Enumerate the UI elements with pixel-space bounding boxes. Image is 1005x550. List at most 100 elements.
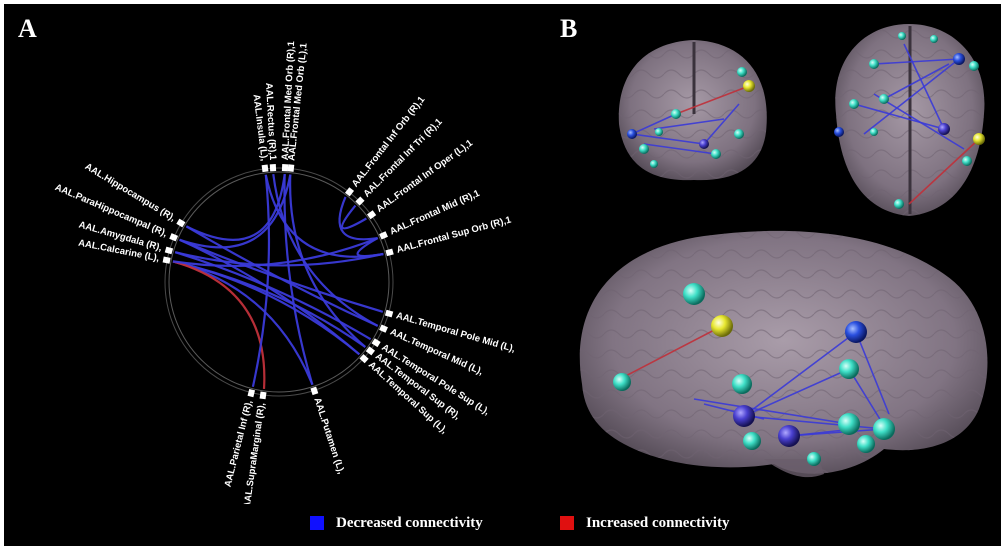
region-node	[355, 196, 365, 206]
brain-connection-line	[703, 103, 740, 145]
connection-edge-decreased	[174, 251, 372, 341]
brain-coronal-view	[618, 40, 767, 181]
brain-node-sphere	[849, 99, 859, 109]
brain-connection-line	[743, 415, 885, 430]
brain-node-sphere	[962, 156, 972, 166]
brain-node-sphere	[869, 59, 879, 69]
brain-node-sphere	[834, 127, 844, 137]
brain-connection-line	[743, 368, 850, 417]
panel-a-letter: A	[18, 14, 37, 43]
brain-node-sphere	[953, 53, 965, 65]
brain-node-sphere	[969, 61, 979, 71]
brain-node-sphere	[879, 94, 889, 104]
brain-node-sphere	[671, 109, 681, 119]
brain-connection-line	[853, 103, 945, 130]
connection-edge-decreased	[272, 173, 379, 327]
legend-increased-label: Increased connectivity	[586, 514, 730, 531]
region-node	[169, 233, 179, 242]
brain-connection-line	[883, 63, 950, 100]
brain-connection-line	[643, 143, 717, 155]
region-node	[379, 324, 388, 333]
chord-outer-ring	[164, 167, 394, 397]
brain-region-nodes	[613, 32, 985, 466]
region-node	[164, 246, 174, 255]
brain-node-sphere	[743, 432, 761, 450]
brain-connection-line	[743, 331, 857, 417]
brain-node-sphere	[743, 80, 755, 92]
legend-increased-swatch	[560, 516, 574, 530]
region-node	[310, 386, 319, 396]
brain-node-sphere	[683, 283, 705, 305]
brain-node-sphere	[857, 435, 875, 453]
connection-edge-decreased	[172, 237, 379, 268]
brain-node-sphere	[699, 139, 709, 149]
brain-node-sphere	[894, 199, 904, 209]
region-node	[385, 248, 394, 257]
brain-connection-line	[873, 93, 965, 150]
chord-inner-ring	[168, 171, 390, 393]
brain-connection-line	[908, 138, 980, 205]
brain-node-sphere	[807, 452, 821, 466]
region-node	[176, 218, 186, 228]
region-node	[162, 256, 171, 264]
connection-edges	[172, 173, 384, 389]
region-node	[259, 391, 267, 400]
region-nodes	[162, 164, 394, 400]
region-node	[269, 164, 277, 172]
legend-decreased-label: Decreased connectivity	[336, 514, 483, 531]
legend-decreased-swatch	[310, 516, 324, 530]
brain-node-sphere	[938, 123, 950, 135]
connection-edge-decreased	[264, 174, 384, 258]
brain-node-sphere	[973, 133, 985, 145]
brain-node-sphere	[650, 160, 658, 168]
brain-node-sphere	[639, 144, 649, 154]
brain-node-sphere	[839, 359, 859, 379]
brain-node-sphere	[930, 35, 938, 43]
brain-connection-lines	[613, 43, 980, 437]
region-label: AAL.Rectus (R),1	[263, 82, 278, 161]
legend-decreased: Decreased connectivity	[310, 512, 483, 534]
brain-node-sphere	[737, 67, 747, 77]
region-node	[371, 338, 381, 348]
legend-increased: Increased connectivity	[560, 512, 729, 534]
brain-node-sphere	[898, 32, 906, 40]
connection-edge-decreased	[185, 173, 286, 241]
region-node	[281, 164, 289, 172]
brain-sagittal-view	[579, 230, 988, 478]
brain-connection-line	[675, 85, 750, 115]
region-node	[367, 210, 377, 220]
region-node	[365, 346, 375, 356]
connection-edge-decreased	[289, 174, 367, 348]
brain-connection-line	[873, 58, 960, 65]
connection-edge-decreased	[179, 238, 361, 356]
brain-node-sphere	[734, 129, 744, 139]
region-node	[359, 354, 369, 364]
region-node	[379, 231, 388, 240]
region-node	[287, 164, 295, 172]
brain-node-sphere	[627, 129, 637, 139]
brain-node-sphere	[732, 374, 752, 394]
brain-node-sphere	[733, 405, 755, 427]
brain-connection-line	[863, 58, 960, 135]
connection-edge-decreased	[174, 251, 384, 267]
brain-connection-line	[693, 398, 850, 425]
brain-connection-line	[653, 118, 725, 130]
brain-node-sphere	[873, 418, 895, 440]
region-node	[247, 388, 256, 398]
brain-node-sphere	[711, 315, 733, 337]
region-node	[384, 309, 394, 318]
connection-edge-decreased	[179, 238, 384, 313]
brain-node-sphere	[838, 413, 860, 435]
brain-renderings	[579, 24, 988, 478]
brain-connection-line	[613, 325, 723, 383]
brain-connection-line	[855, 331, 890, 415]
brain-connection-line	[631, 113, 677, 135]
brain-node-sphere	[655, 128, 663, 136]
brain-node-sphere	[613, 373, 631, 391]
brain-node-sphere	[711, 149, 721, 159]
brain-connection-line	[631, 133, 705, 145]
connection-edge-decreased	[340, 204, 367, 230]
brain-node-sphere	[778, 425, 800, 447]
